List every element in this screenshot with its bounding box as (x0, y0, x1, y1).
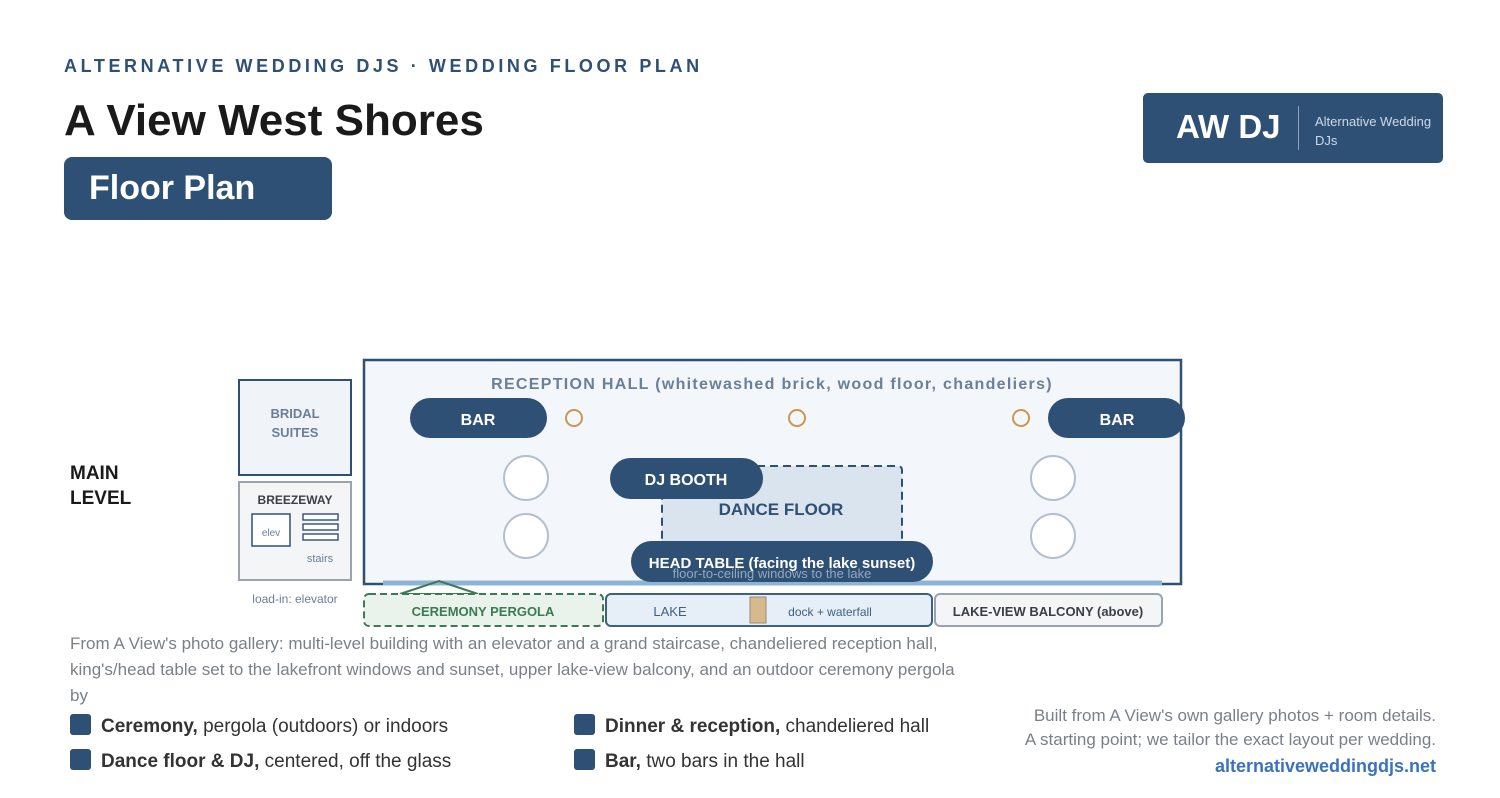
balcony (934, 593, 1163, 627)
logo-divider (1298, 106, 1299, 150)
stairs-step (302, 533, 339, 541)
section-pill: Floor Plan (64, 157, 332, 220)
windows-label: floor-to-ceiling windows to the lake (673, 566, 872, 581)
lake-label: LAKE (653, 604, 687, 619)
lake (605, 593, 933, 627)
legend-swatch (574, 749, 595, 770)
bar-left (410, 398, 547, 438)
footer-line-1: Built from A View's own gallery photos +… (1033, 706, 1436, 725)
dance-floor-label: DANCE FLOOR (719, 500, 844, 519)
logo-mark: AW DJ (1176, 108, 1281, 145)
guest-table (1030, 455, 1076, 501)
eyebrow: ALTERNATIVE WEDDING DJS · WEDDING FLOOR … (64, 56, 703, 76)
ceremony-pergola (363, 593, 604, 627)
dock-label: dock + waterfall (788, 605, 872, 619)
bar-right-label: BAR (1100, 412, 1135, 429)
bar-left-label: BAR (461, 412, 496, 429)
legend-item-ceremony: Ceremony, pergola (outdoors) or indoors (70, 714, 448, 738)
bar-right (1048, 398, 1185, 438)
breezeway-label: BREEZEWAY (258, 493, 333, 507)
bridal-suites (238, 379, 352, 476)
legend-item-dance: Dance floor & DJ, centered, off the glas… (70, 749, 451, 773)
dj-booth-label: DJ BOOTH (645, 472, 728, 489)
chandelier (1012, 409, 1030, 427)
website-link[interactable]: alternativeweddingdjs.net (1214, 756, 1436, 776)
dj-booth (610, 458, 763, 499)
legend-swatch (574, 714, 595, 735)
legend-item-bar: Bar, two bars in the hall (574, 749, 805, 773)
legend-swatch (70, 749, 91, 770)
stairs-step (302, 523, 339, 531)
elev-label: elev (262, 528, 280, 539)
pergola-label: CEREMONY PERGOLA (412, 604, 555, 619)
head-table (631, 541, 933, 582)
level-label: MAIN LEVEL (70, 463, 132, 509)
page-title: A View West Shores (64, 96, 484, 145)
bridal-label-2: SUITES (272, 425, 319, 440)
brand-logo[interactable]: AW DJ Alternative Wedding DJs (1143, 93, 1443, 163)
floor-plan: RECEPTION HALL (whitewashed brick, wood … (238, 358, 1185, 627)
guest-table (503, 513, 549, 559)
stairs-step (302, 513, 339, 521)
logo-subtitle: Alternative Wedding DJs (1315, 114, 1432, 148)
guest-table (503, 455, 549, 501)
legend-item-dinner: Dinner & reception, chandeliered hall (574, 714, 929, 738)
head-table-label: HEAD TABLE (facing the lake sunset) (649, 555, 915, 572)
dock (749, 596, 767, 624)
hall-title: RECEPTION HALL (whitewashed brick, wood … (491, 376, 1053, 393)
chandelier (788, 409, 806, 427)
description: From A View's photo gallery: multi-level… (70, 634, 955, 705)
guest-table (1030, 513, 1076, 559)
loadin-label: load-in: elevator (252, 592, 337, 606)
stairs-label: stairs (307, 553, 334, 565)
legend-swatch (70, 714, 91, 735)
bridal-label-1: BRIDAL (270, 406, 319, 421)
elevator (251, 513, 291, 547)
chandelier (565, 409, 583, 427)
footer-line-2: A starting point; we tailor the exact la… (1024, 730, 1436, 749)
balcony-label: LAKE-VIEW BALCONY (above) (953, 604, 1143, 619)
